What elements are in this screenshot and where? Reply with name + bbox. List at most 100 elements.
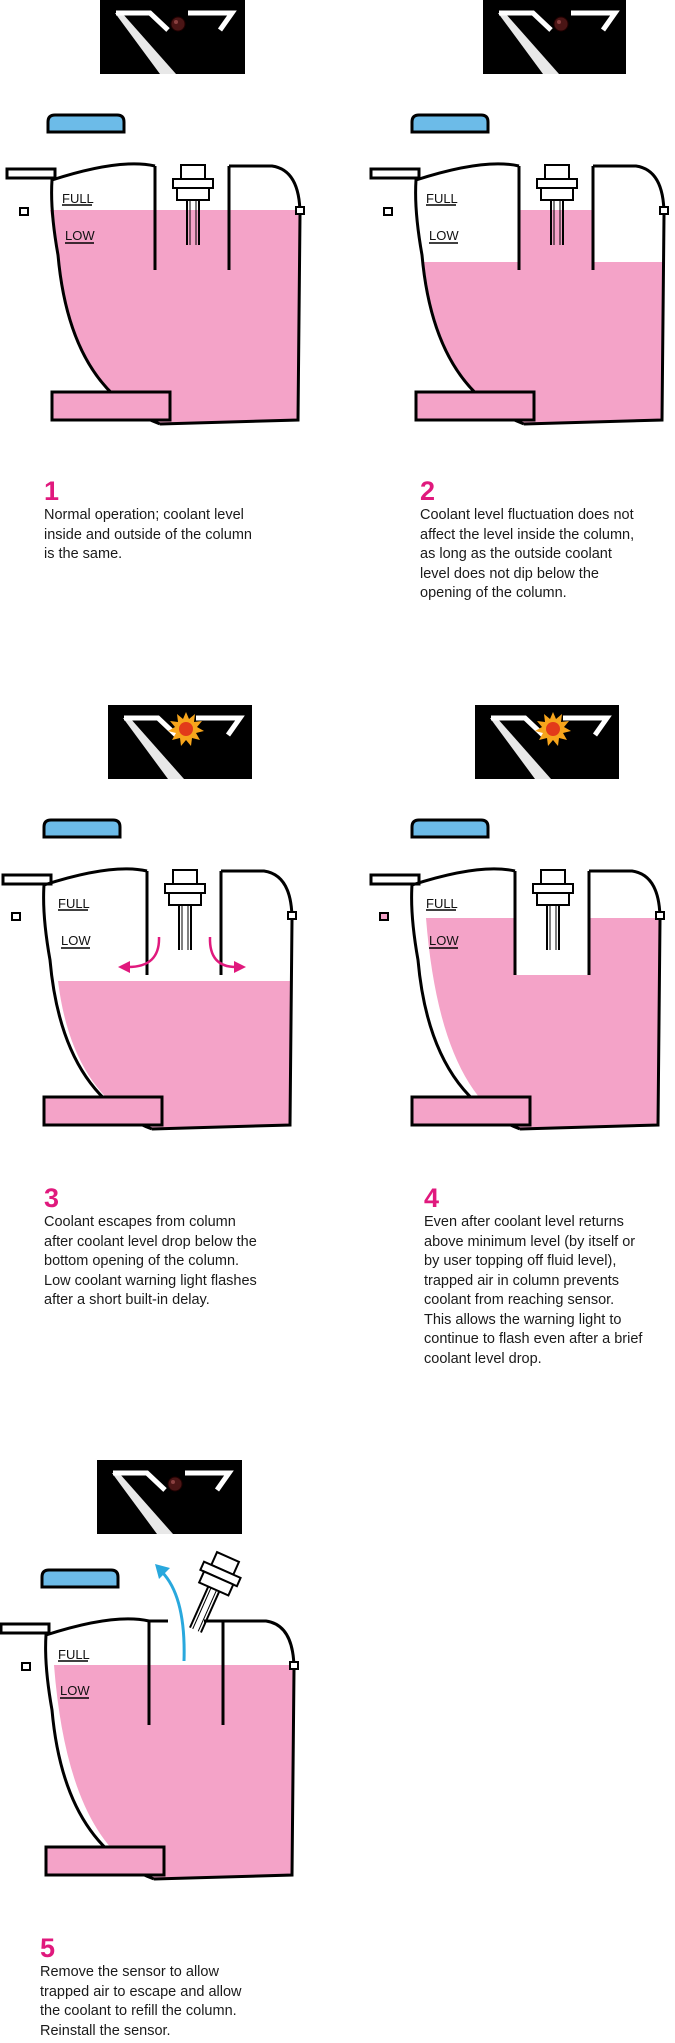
coolant-fluid <box>42 1665 294 1879</box>
full-label: FULL <box>58 1647 90 1662</box>
caption-line: the coolant to refill the column. <box>40 2003 237 2019</box>
tank-mount <box>50 390 172 422</box>
caption-line: Remove the sensor to allow <box>40 1964 219 1980</box>
caption-line: Even after coolant level returns <box>424 1214 624 1230</box>
dashboard-display <box>100 0 245 74</box>
tank-mount <box>44 1845 166 1877</box>
coolant-tank: FULL LOW <box>369 113 669 426</box>
coolant-level-sensor-icon <box>164 869 206 950</box>
caption-line: is the same. <box>44 546 123 562</box>
caption-line: trapped air to escape and allow <box>40 1983 242 2000</box>
warning-lamp-icon <box>553 16 569 32</box>
coolant-level-sensor-icon <box>172 164 214 245</box>
low-label: LOW <box>61 933 91 948</box>
tank-mount <box>410 1095 532 1127</box>
caption-line: Low coolant warning light flashes <box>44 1272 257 1289</box>
coolant-level-sensor-icon <box>532 869 574 950</box>
caption-line: after coolant level drop below the <box>44 1233 257 1250</box>
step-number: 2 <box>420 476 436 506</box>
caption-line: by user topping off fluid level), <box>424 1253 617 1269</box>
panel-2-illustration: FULL LOW <box>369 0 669 426</box>
caption-line: level does not dip below the <box>420 565 599 582</box>
tank-cap <box>410 818 490 839</box>
dashboard-display <box>97 1460 242 1534</box>
step-caption: Normal operation; coolant level inside a… <box>44 506 324 565</box>
full-label: FULL <box>426 191 458 206</box>
warning-lamp-icon <box>167 1476 183 1492</box>
step-caption: Coolant escapes from column after coolan… <box>44 1213 324 1311</box>
caption-line: opening of the column. <box>420 585 567 601</box>
full-label: FULL <box>426 896 458 911</box>
panel-1: FULL LOW 1 Normal operation; coolant lev… <box>0 0 330 580</box>
low-label: LOW <box>429 228 459 243</box>
warning-lamp-icon <box>535 712 571 746</box>
tank-cap <box>46 113 126 134</box>
caption-line: coolant from reaching sensor. <box>424 1292 615 1308</box>
overflow-pipe <box>1 873 53 886</box>
caption-line: Coolant escapes from column <box>44 1214 236 1230</box>
low-label: LOW <box>65 228 95 243</box>
tank-cap <box>42 818 122 839</box>
column-coolant <box>155 210 229 270</box>
caption-line: as long as the outside coolant <box>420 546 612 562</box>
overflow-pipe <box>369 873 421 886</box>
air-escape-arrow-icon <box>155 1564 186 1662</box>
coolant-level-sensor-icon <box>536 164 578 245</box>
dashboard-display <box>475 705 619 779</box>
tank-cap <box>410 113 490 134</box>
column-coolant <box>149 1665 223 1725</box>
overflow-pipe <box>0 1622 51 1635</box>
caption-line: coolant level drop. <box>424 1350 542 1367</box>
caption-line: bottom opening of the column. <box>44 1253 240 1269</box>
tank-mount <box>42 1095 164 1127</box>
step-caption: Even after coolant level returns above m… <box>424 1213 674 1369</box>
panel-5-illustration: FULL LOW <box>0 1460 299 1881</box>
panel-4-illustration: FULL LOW <box>369 705 665 1131</box>
low-label: LOW <box>429 933 459 948</box>
caption-line: Coolant level fluctuation does not <box>420 507 634 523</box>
coolant-tank: FULL LOW <box>0 1568 299 1881</box>
low-label: LOW <box>60 1683 90 1698</box>
full-label: FULL <box>58 896 90 911</box>
coolant-fluid <box>414 918 660 1129</box>
overflow-pipe <box>369 167 421 180</box>
step-number: 4 <box>424 1183 440 1213</box>
coolant-fluid <box>412 262 664 424</box>
tank-mount <box>414 390 536 422</box>
caption-line: above minimum level (by itself or <box>424 1233 636 1250</box>
step-number: 3 <box>44 1183 60 1213</box>
caption-line: Reinstall the sensor. <box>40 2022 171 2039</box>
caption-line: inside and outside of the column <box>44 526 252 543</box>
coolant-tank: FULL LOW <box>1 818 297 1131</box>
step-number: 5 <box>40 1933 56 1963</box>
panel-5: FULL LOW 5 Remove the sensor to allow tr… <box>0 1455 330 2043</box>
step-caption: Coolant level fluctuation does not affec… <box>420 506 670 604</box>
caption-line: after a short built-in delay. <box>44 1292 210 1308</box>
panel-3-illustration: FULL LOW <box>1 705 297 1131</box>
caption-line: This allows the warning light to <box>424 1311 622 1328</box>
dashboard-display <box>483 0 626 74</box>
panel-4: FULL LOW 4 Even after coolant level retu… <box>368 705 675 1385</box>
coolant-fluid <box>50 210 300 424</box>
full-label: FULL <box>62 191 94 206</box>
coolant-tank: FULL LOW <box>369 818 665 1131</box>
overflow-pipe <box>5 167 57 180</box>
warning-lamp-icon <box>168 712 204 746</box>
dashboard-display <box>108 705 252 779</box>
coolant-tank: FULL LOW <box>5 113 305 426</box>
step-number: 1 <box>44 476 60 506</box>
flow-arrow-icon <box>118 936 246 973</box>
caption-line: Normal operation; coolant level <box>44 507 244 523</box>
warning-lamp-icon <box>170 16 186 32</box>
caption-line: continue to flash even after a brief <box>424 1331 643 1347</box>
caption-line: affect the level inside the column, <box>420 526 635 543</box>
panel-3: FULL LOW 3 Coolant escapes from column a… <box>0 705 330 1335</box>
tank-cap <box>40 1568 120 1589</box>
step-caption: Remove the sensor to allow trapped air t… <box>40 1963 320 2041</box>
column-coolant <box>519 210 593 262</box>
coolant-fluid <box>46 981 292 1129</box>
panel-1-illustration: FULL LOW <box>5 0 305 426</box>
panel-2: FULL LOW 2 Coolant level fluctuation doe… <box>368 0 675 620</box>
coolant-level-sensor-icon <box>189 1550 242 1633</box>
caption-line: trapped air in column prevents <box>424 1272 620 1289</box>
